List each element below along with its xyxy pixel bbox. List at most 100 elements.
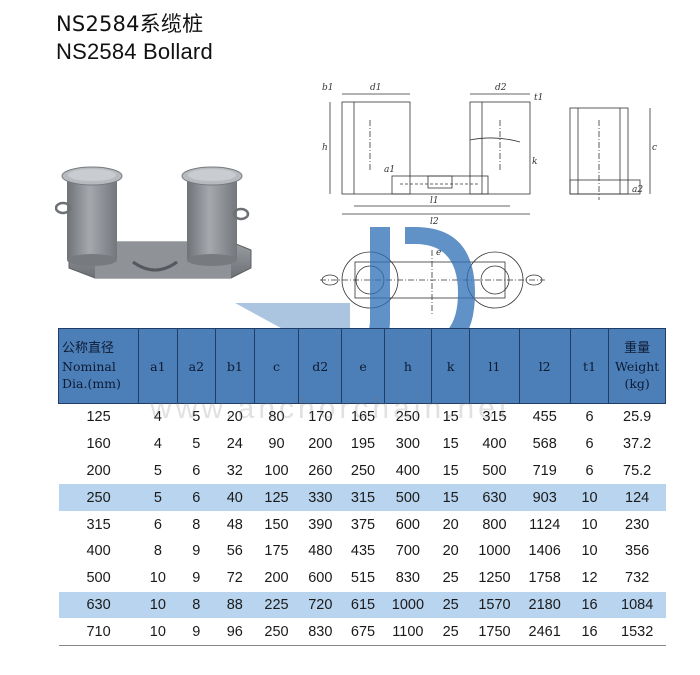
table-cell: 80 <box>268 409 285 426</box>
table-cell: 260 <box>308 462 333 479</box>
table-cell: 800 <box>482 516 507 533</box>
label-k: k <box>532 157 537 167</box>
table-cell: 300 <box>395 436 420 453</box>
table-cell: 165 <box>350 409 376 426</box>
table-cell: 6 <box>585 462 594 479</box>
table-cell: 160 <box>86 436 111 453</box>
brand-logo-watermark <box>235 227 475 360</box>
column-header: e <box>341 328 385 404</box>
table-cell: 150 <box>264 516 289 533</box>
table-cell: 1100 <box>384 618 432 647</box>
table-cell: 1084 <box>608 591 666 619</box>
table-cell: 5 <box>192 436 201 453</box>
table-cell: 600 <box>308 570 333 587</box>
table-cell: 700 <box>395 543 420 560</box>
title-english: NS2584 Bollard <box>56 39 213 64</box>
table-cell: 500 <box>384 484 432 512</box>
table-cell: 455 <box>532 409 557 426</box>
table-cell: 2180 <box>519 591 571 619</box>
table-cell: 615 <box>341 591 385 619</box>
table-cell: 330 <box>298 484 342 512</box>
column-header-en1: h <box>403 358 412 374</box>
column-header: l2 <box>518 328 571 404</box>
label-t1: t1 <box>534 93 543 103</box>
table-cell: 15 <box>431 484 470 512</box>
table-cell: 2461 <box>519 618 571 647</box>
table-cell: 25 <box>431 591 470 619</box>
table-cell: 200 <box>264 570 289 587</box>
column-header-cn: 重量 <box>624 341 651 356</box>
column-header-en1: Nominal <box>62 359 116 374</box>
column-header-en1: d2 <box>312 358 329 374</box>
table-cell: 830 <box>395 570 420 587</box>
table-cell: 15 <box>442 462 459 479</box>
table-cell: 5 <box>153 462 162 479</box>
table-cell: 515 <box>350 570 376 587</box>
table-cell: 1000 <box>478 543 511 560</box>
table-cell: 1406 <box>528 543 561 560</box>
column-header: h <box>383 328 432 404</box>
table-cell: 15 <box>442 436 459 453</box>
table-cell: 48 <box>226 516 243 533</box>
column-header-en1: e <box>359 358 367 374</box>
table-cell: 100 <box>264 462 289 479</box>
table-cell: 230 <box>625 516 650 533</box>
table-cell: 32 <box>226 462 243 479</box>
table-cell: 25 <box>431 618 470 647</box>
table-cell: 200 <box>308 436 333 453</box>
table-cell: 375 <box>350 516 376 533</box>
table-cell: 24 <box>226 436 243 453</box>
table-cell: 1750 <box>469 618 520 647</box>
table-cell: 1250 <box>478 570 511 587</box>
table-cell: 315 <box>341 484 385 512</box>
table-cell: 630 <box>469 484 520 512</box>
column-header-en1: a2 <box>188 358 205 374</box>
table-cell: 720 <box>298 591 342 619</box>
table-cell: 250 <box>58 484 139 512</box>
table-cell: 315 <box>482 409 507 426</box>
table-cell: 9 <box>177 618 216 647</box>
table-cell: 9 <box>192 543 201 560</box>
table-cell: 830 <box>298 618 342 647</box>
column-header: k <box>430 328 471 404</box>
table-cell: 170 <box>308 409 333 426</box>
table-cell: 200 <box>86 462 111 479</box>
label-e: e <box>436 248 441 258</box>
table-cell: 480 <box>308 543 333 560</box>
table-cell: 25 <box>442 570 459 587</box>
column-header: d2 <box>298 328 343 404</box>
table-cell: 675 <box>341 618 385 647</box>
column-header-en1: t1 <box>583 358 597 374</box>
table-cell: 10 <box>138 591 178 619</box>
column-header-en1: k <box>446 358 455 374</box>
table-cell: 1532 <box>608 618 666 647</box>
column-header: t1 <box>569 328 610 404</box>
table-cell: 732 <box>625 570 650 587</box>
table-cell: 10 <box>138 618 178 647</box>
column-header: c <box>253 328 300 404</box>
table-cell: 1570 <box>469 591 520 619</box>
title-chinese: NS2584系缆桩 <box>56 12 204 36</box>
label-a1: a1 <box>384 165 395 175</box>
table-cell: 16 <box>570 618 609 647</box>
table-cell: 5 <box>192 409 201 426</box>
column-header: l1 <box>469 328 520 404</box>
column-header-en2: Dia.(mm) <box>62 376 121 391</box>
label-l1: l1 <box>430 196 439 206</box>
column-header: a1 <box>138 328 178 404</box>
label-c: c <box>652 143 657 153</box>
table-cell: 8 <box>153 543 162 560</box>
table-cell: 175 <box>264 543 289 560</box>
table-cell: 9 <box>192 570 201 587</box>
column-header-en1: b1 <box>226 358 243 374</box>
label-l2: l2 <box>430 217 439 227</box>
table-cell: 90 <box>268 436 285 453</box>
table-cell: 6 <box>585 409 594 426</box>
front-elevation <box>329 93 531 215</box>
